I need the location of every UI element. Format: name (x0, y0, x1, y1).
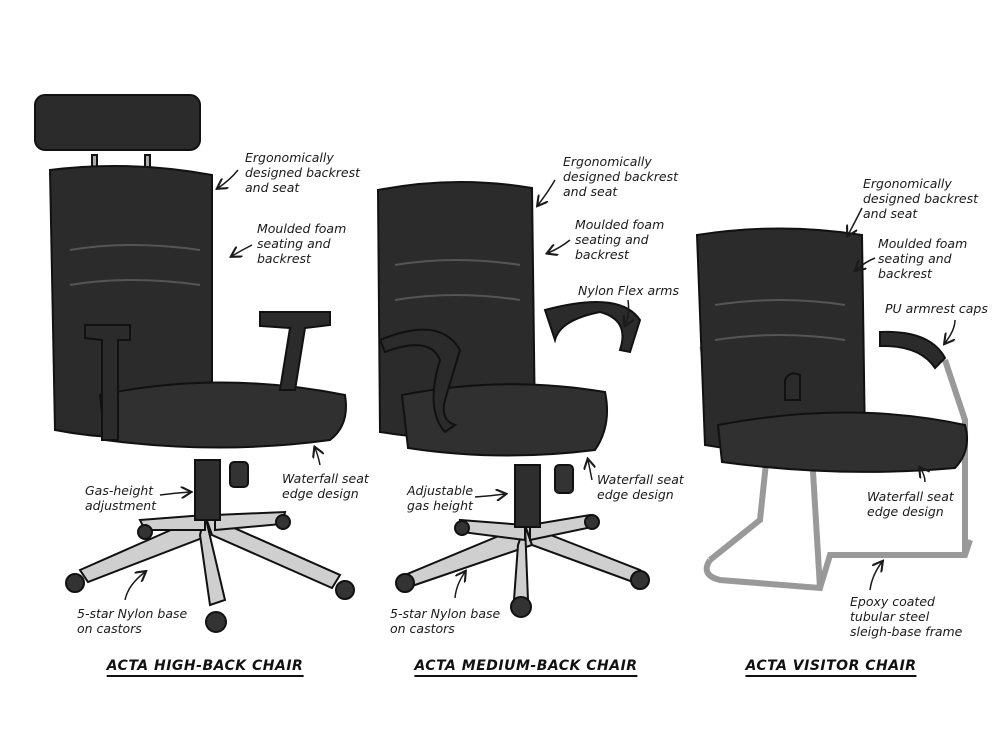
label-frame: Epoxy coated tubular steel sleigh-base f… (850, 594, 963, 639)
label-base: 5-star Nylon base on castors (390, 606, 501, 636)
label-ergonomic: Ergonomically designed backrest and seat (863, 176, 979, 221)
chair-title: ACTA HIGH-BACK CHAIR (106, 658, 304, 677)
label-ergonomic: Ergonomically designed backrest and seat (563, 154, 679, 199)
chair-title: ACTA VISITOR CHAIR (745, 658, 917, 677)
label-gas: Adjustable gas height (407, 483, 474, 513)
label-arms: Nylon Flex arms (578, 283, 679, 298)
label-arms: PU armrest caps (885, 301, 988, 316)
label-ergonomic: Ergonomically designed backrest and seat (245, 150, 361, 195)
label-waterfall: Waterfall seat edge design (867, 489, 954, 519)
label-base: 5-star Nylon base on castors (77, 606, 188, 636)
base-star (78, 510, 342, 607)
headrest (34, 94, 201, 151)
visitor-chair (695, 227, 973, 592)
high-back-chair (34, 94, 355, 633)
label-foam: Moulded foam seating and backrest (878, 236, 968, 281)
medium-back-chair (376, 180, 650, 618)
label-foam: Moulded foam seating and backrest (575, 217, 665, 262)
armrest (259, 311, 331, 391)
seat (98, 381, 347, 449)
gas-column (194, 459, 221, 521)
chair-title: ACTA MEDIUM-BACK CHAIR (414, 658, 638, 677)
label-waterfall: Waterfall seat edge design (597, 472, 684, 502)
annotation-arrows (124, 169, 956, 601)
label-foam: Moulded foam seating and backrest (257, 221, 347, 266)
label-gas: Gas-height adjustment (85, 483, 157, 513)
armrest (84, 324, 131, 441)
castor-icon (65, 514, 355, 633)
label-waterfall: Waterfall seat edge design (282, 471, 369, 501)
